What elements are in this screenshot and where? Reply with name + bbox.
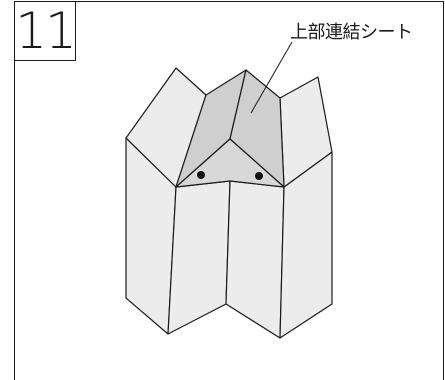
step-number: 11: [15, 2, 77, 60]
front-panel-2: [167, 180, 231, 335]
pin-dot-left: [197, 171, 205, 179]
diagram-frame: [14, 1, 444, 380]
pin-dot-right: [255, 172, 263, 180]
step-number-box: 11: [14, 1, 77, 61]
callout-leader-line: [250, 41, 293, 114]
front-panel-3: [225, 180, 285, 339]
callout-label: 上部連結シート: [290, 22, 413, 43]
